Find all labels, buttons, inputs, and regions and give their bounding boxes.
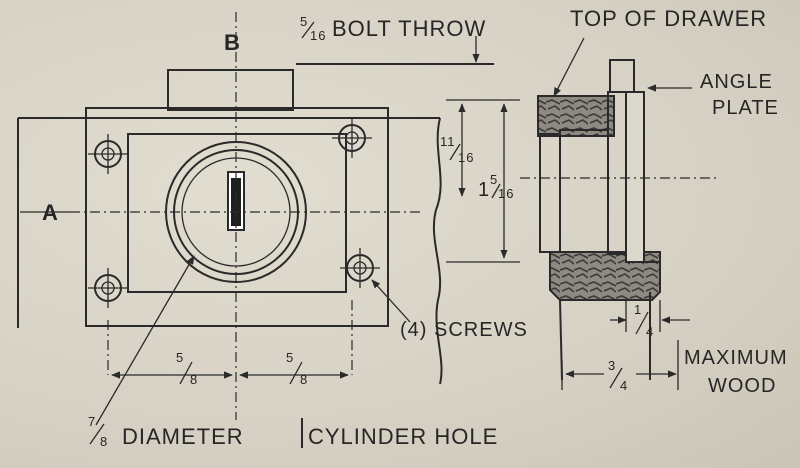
dim-1-4-num: 1 bbox=[634, 302, 642, 317]
side-view bbox=[520, 37, 720, 390]
lock-body bbox=[127, 133, 347, 293]
dim-5-8-right-den: 8 bbox=[300, 372, 308, 387]
drawer-bottom-wood bbox=[549, 251, 661, 301]
dim-1-5-16-whole: 1 bbox=[478, 179, 490, 201]
dim-1-4-den: 4 bbox=[646, 324, 654, 339]
dim-11-16-num: 11 bbox=[440, 134, 456, 149]
dim-11-16-den: 16 bbox=[458, 150, 474, 165]
bolt-throw-num: 5 bbox=[300, 14, 308, 29]
bolt-block bbox=[167, 69, 294, 111]
screw-icon bbox=[88, 134, 128, 174]
screws-label: (4) SCREWS bbox=[400, 319, 528, 341]
angle-plate bbox=[625, 91, 645, 263]
diameter-num: 7 bbox=[88, 414, 96, 429]
dim-5-8-right-num: 5 bbox=[286, 350, 294, 365]
section-a-label: A bbox=[42, 200, 59, 225]
dim-1-5-16-num: 5 bbox=[490, 172, 498, 187]
cylinder-hole-label: CYLINDER HOLE bbox=[308, 424, 498, 449]
screw-icon bbox=[332, 118, 372, 158]
angle-label: ANGLE bbox=[700, 71, 773, 93]
bolt-throw-den: 16 bbox=[310, 28, 326, 43]
leader-top-of-drawer bbox=[553, 37, 585, 97]
labels: 5 16 BOLT THROW TOP OF DRAWER ANGLE PLAT… bbox=[42, 6, 788, 449]
screw-icon bbox=[88, 268, 128, 308]
dim-5-8-left-num: 5 bbox=[176, 350, 184, 365]
diameter-label: DIAMETER bbox=[122, 424, 244, 449]
front-view bbox=[17, 12, 520, 426]
plate-label: PLATE bbox=[712, 97, 779, 119]
dim-1-5-16-den: 16 bbox=[498, 186, 514, 201]
dim-3-4-num: 3 bbox=[608, 358, 616, 373]
lock-plate bbox=[85, 107, 389, 327]
diameter-den: 8 bbox=[100, 434, 108, 449]
bolt-throw-label: BOLT THROW bbox=[332, 16, 486, 41]
dim-3-4-den: 4 bbox=[620, 378, 628, 393]
dim-5-8-left-den: 8 bbox=[190, 372, 198, 387]
lock-body-side bbox=[559, 129, 609, 253]
maximum-label: MAXIMUM bbox=[684, 347, 788, 369]
section-b-label: B bbox=[224, 30, 241, 55]
bolt-side bbox=[609, 59, 635, 93]
screw-icon bbox=[340, 248, 380, 288]
wood-label: WOOD bbox=[708, 375, 776, 397]
top-of-drawer-label: TOP OF DRAWER bbox=[570, 6, 767, 31]
